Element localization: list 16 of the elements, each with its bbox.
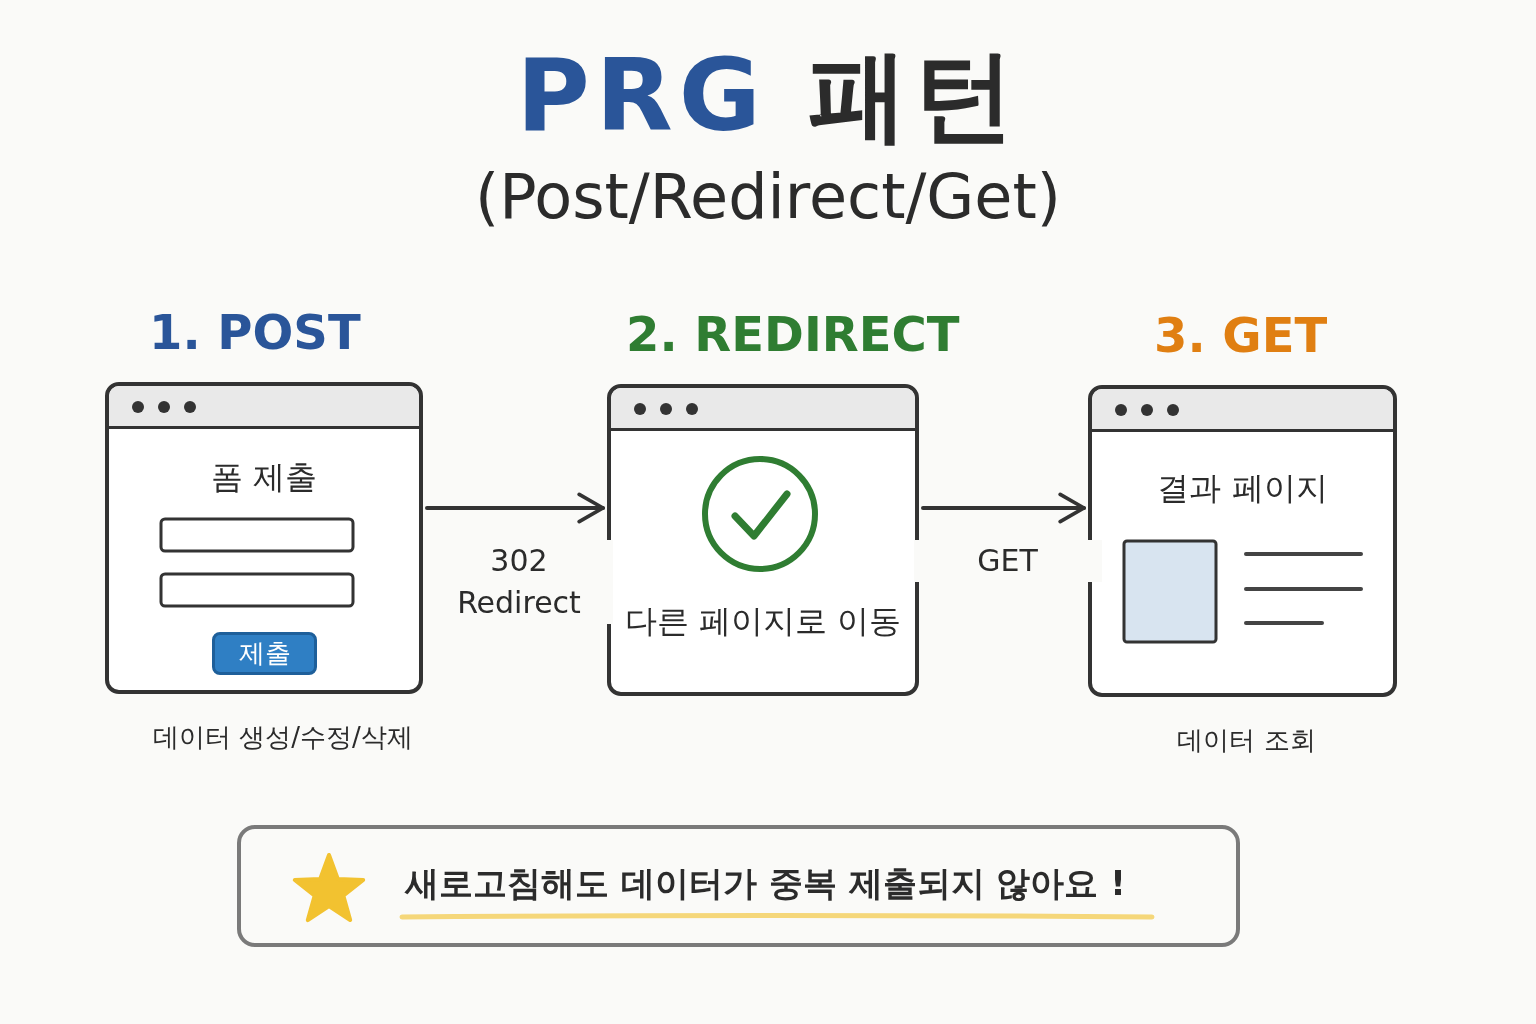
window-text: 결과 페이지 bbox=[1156, 468, 1329, 509]
submit-button: 제출 bbox=[212, 632, 317, 675]
subtitle: (Post/Redirect/Get) bbox=[473, 160, 1063, 233]
caption-text: 데이터 조회 bbox=[1176, 724, 1317, 757]
caption-text: 데이터 생성/수정/삭제 bbox=[152, 721, 414, 754]
step-heading: 1. POST bbox=[149, 304, 361, 360]
window-text: 다른 페이지로 이동 bbox=[623, 601, 903, 642]
step-heading: 2. REDIRECT bbox=[626, 306, 960, 362]
note-text: 새로고침해도 데이터가 중복 제출되지 않아요 ! bbox=[405, 862, 1126, 905]
arrow bbox=[425, 492, 605, 524]
title: PRG 패턴 bbox=[515, 36, 1021, 156]
arrow bbox=[921, 492, 1086, 524]
edge-label: GET bbox=[913, 540, 1102, 582]
window-text: 폼 제출 bbox=[209, 457, 319, 498]
note-box bbox=[237, 825, 1240, 947]
step-heading: 3. GET bbox=[1154, 307, 1328, 363]
